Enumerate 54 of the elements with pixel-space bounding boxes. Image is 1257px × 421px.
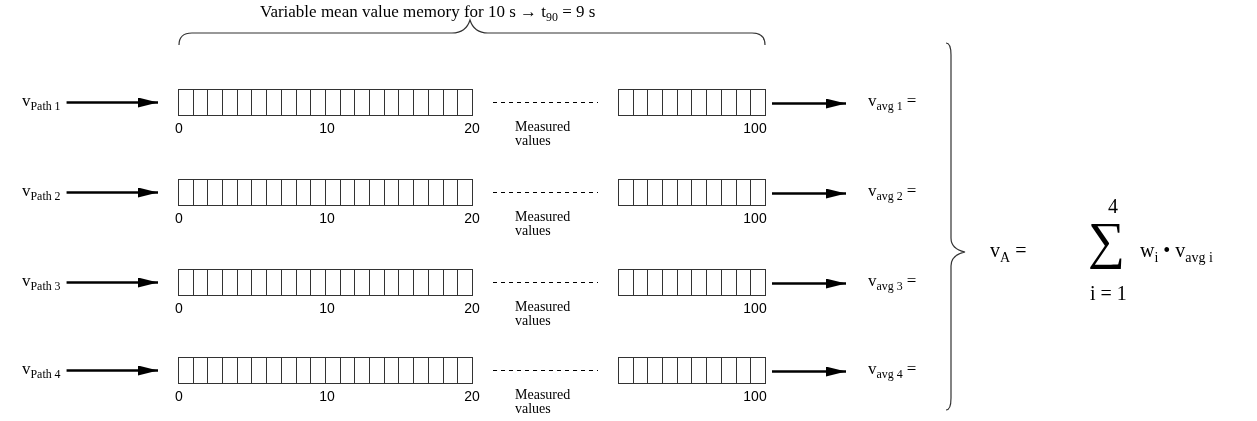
brace-heading: Variable mean value memory for 10 s → t$_{90}$ = 9 s [260,2,596,27]
scale-number: 0 [175,210,183,226]
dotted-line [492,101,599,104]
formula-text: ∑ [1088,215,1126,267]
formula-text: w$_{i}$ • v$_{avg i}$ [1140,240,1213,267]
note-text: Measured values [515,300,572,328]
memory-register [618,89,766,116]
scale-number: 10 [319,210,335,226]
variable-label: v$_{avg 4}$ = [868,359,917,385]
scale-number: 10 [319,120,335,136]
scale-number: 100 [743,120,767,136]
variable-label: v$_{avg 3}$ = [868,271,917,297]
scale-number: 10 [319,300,335,316]
memory-register [178,269,473,296]
memory-register [178,89,473,116]
dotted-line [492,281,599,284]
variable-label: v$_{Path 4}$ [22,359,61,385]
note-text: Measured values [515,388,572,416]
variable-label: v$_{Path 1}$ [22,91,61,117]
arrow [772,188,846,199]
variable-label: v$_{avg 2}$ = [868,181,917,207]
scale-number: 100 [743,388,767,404]
note-text: Measured values [515,120,572,148]
memory-register [618,179,766,206]
scale-number: 0 [175,300,183,316]
scale-number: 100 [743,300,767,316]
variable-label: v$_{avg 1}$ = [868,91,917,117]
variable-label: v$_{Path 2}$ [22,181,61,207]
scale-number: 100 [743,210,767,226]
formula-text: i = 1 [1090,283,1127,303]
arrow [66,277,158,288]
note-text: Measured values [515,210,572,238]
arrow [66,187,158,198]
memory-register [618,357,766,384]
dotted-line [492,191,599,194]
memory-register [618,269,766,296]
scale-number: 20 [464,388,480,404]
scale-number: 10 [319,388,335,404]
dotted-line [492,369,599,372]
formula-text: v$_{A}$ = [990,240,1027,267]
scale-number: 0 [175,388,183,404]
scale-number: 20 [464,120,480,136]
memory-register [178,357,473,384]
arrow [772,366,846,377]
formula-text: 4 [1108,196,1118,216]
arrow [772,98,846,109]
arrow [66,97,158,108]
variable-label: v$_{Path 3}$ [22,271,61,297]
scale-number: 0 [175,120,183,136]
scale-number: 20 [464,300,480,316]
memory-register [178,179,473,206]
scale-number: 20 [464,210,480,226]
arrow [772,278,846,289]
arrow [66,365,158,376]
